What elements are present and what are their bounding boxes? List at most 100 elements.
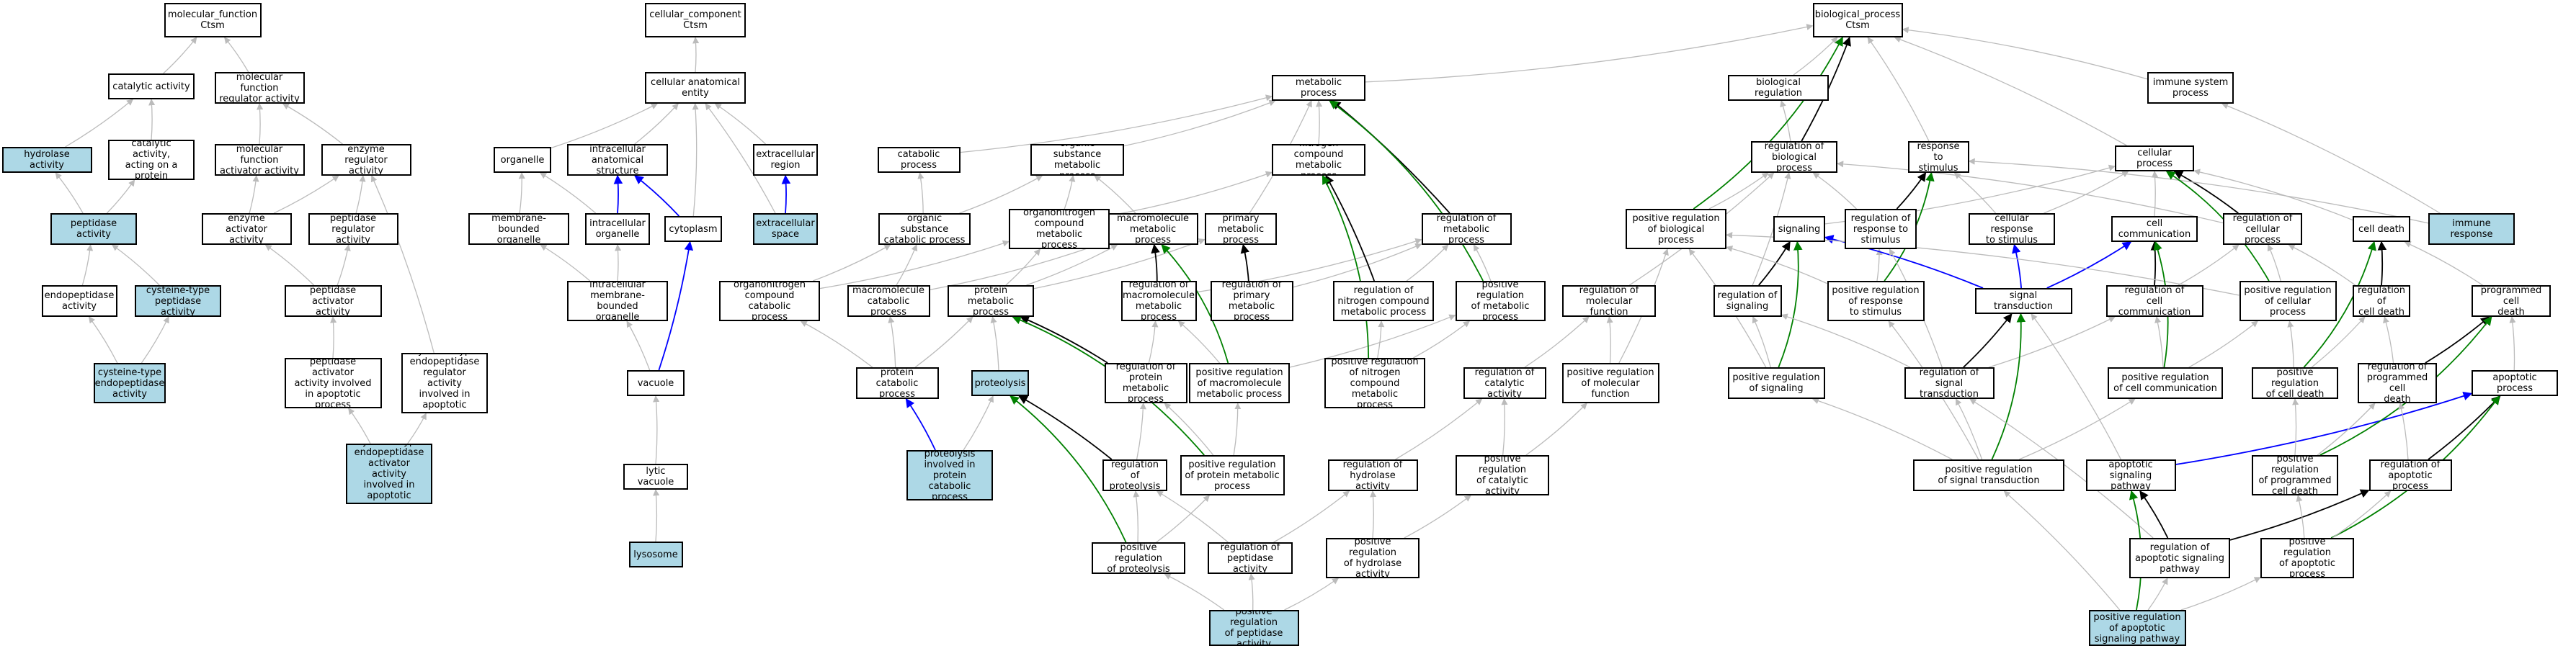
go-term-node-cd: cell death xyxy=(2353,216,2410,242)
edge-prca-rca xyxy=(1501,398,1508,456)
go-term-node-pmp: primary metabolic process xyxy=(1205,213,1277,245)
go-term-node-rpa: regulation of peptidase activity xyxy=(1208,542,1293,574)
edge-prsig-sig xyxy=(1778,241,1803,368)
edge-rcd-cd xyxy=(2377,241,2387,286)
go-term-node-org: organelle xyxy=(494,147,551,173)
go-term-node-prst: positive regulation of signal transducti… xyxy=(1913,459,2064,491)
edge-imbo-mbo xyxy=(540,244,591,282)
edge-pnrmp-rmp xyxy=(1473,244,1492,282)
edge-cyto-ias xyxy=(634,175,679,217)
go-term-node-cpa: cysteine-type peptidase activity xyxy=(135,285,221,317)
go-term-node-pcd: programmed cell death xyxy=(2472,285,2551,317)
edge-mbo-org xyxy=(518,172,525,214)
edge-rmmp-mmp xyxy=(1151,243,1160,282)
go-term-node-ias: intracellular anatomical structure xyxy=(567,144,668,176)
go-term-node-rap: regulation of apoptotic process xyxy=(2368,459,2452,491)
go-term-node-rprot: regulation of proteolysis xyxy=(1102,459,1167,491)
edge-prpcd-prcd xyxy=(2292,398,2299,456)
go-term-node-isp: immune system process xyxy=(2147,72,2234,104)
edge-rprmp-prmp xyxy=(1020,315,1108,364)
go-term-node-paap: peptidase activator activity involved in… xyxy=(284,358,382,408)
edge-prmp-oncmp xyxy=(1005,248,1040,286)
edge-ap-pcd xyxy=(2509,316,2516,371)
go-term-node-imbo: intracellular membrane-bounded organelle xyxy=(567,281,668,321)
edge-oscp-osmp xyxy=(959,175,1043,214)
go-term-node-cae: cellular anatomical entity xyxy=(645,72,746,104)
edge-pnrmp-mp xyxy=(1329,100,1484,282)
edge-ias-cae xyxy=(634,103,679,145)
edge-pbp-bp xyxy=(1693,36,1843,210)
edge-cae-cc xyxy=(692,37,700,73)
edge-onccp-oncmp xyxy=(819,240,1010,289)
edge-prprot-prot xyxy=(1010,395,1127,543)
go-term-node-prpcd: positive regulation of programmed cell d… xyxy=(2252,455,2338,495)
edge-mfr-mf xyxy=(224,37,249,73)
edge-rsig-rbp xyxy=(1752,172,1791,286)
edge-vac-cyto xyxy=(658,241,694,371)
edge-prcc-rcc xyxy=(2154,316,2164,368)
go-term-node-prrts: positive regulation of response to stimu… xyxy=(1827,281,1925,321)
edge-oncmp-osmp xyxy=(1064,175,1076,210)
edge-rbp-breg xyxy=(1780,100,1791,142)
go-term-node-oncmp: organonitrogen compound metabolic proces… xyxy=(1009,209,1110,249)
edge-ir-isp xyxy=(2221,102,2441,214)
go-term-node-enact: enzyme activator activity xyxy=(201,213,292,245)
go-term-node-rpcd: regulation of programmed cell death xyxy=(2358,363,2437,403)
edge-cat-mf xyxy=(163,37,197,74)
go-term-node-cc: cellular_component Ctsm xyxy=(645,3,746,37)
edge-rpa-rha xyxy=(1273,490,1350,543)
edge-crts-rts xyxy=(1953,172,1997,214)
go-term-node-prot: proteolysis xyxy=(971,370,1029,396)
go-term-node-mf: molecular_function Ctsm xyxy=(164,3,262,37)
edge-exs-exr xyxy=(781,174,791,214)
edge-rts-bp xyxy=(1867,37,1930,142)
edge-rst-rsig xyxy=(1781,313,1911,368)
edge-pccp-mcp xyxy=(888,316,896,368)
edge-rasp-asp xyxy=(2139,490,2169,539)
edge-mfa-mfr xyxy=(257,103,264,145)
edge-prncmp-rncmp xyxy=(1377,320,1385,359)
go-term-node-pepact: peptidase activator activity xyxy=(284,285,382,317)
go-term-node-prsig: positive regulation of signaling xyxy=(1727,367,1825,399)
edge-pcd-cd xyxy=(2404,241,2483,286)
edge-prmp-mmp xyxy=(1026,244,1118,286)
edge-onccp-oscp xyxy=(812,244,891,282)
edge-prmmp-rmmp xyxy=(1177,320,1220,364)
edge-rcp-cp xyxy=(2173,171,2239,214)
go-term-node-rrts: regulation of response to stimulus xyxy=(1845,209,1917,249)
edge-rcp-rbp xyxy=(1837,161,2224,224)
edge-prprot-prprmp xyxy=(1156,495,1210,543)
edge-asp-st xyxy=(2031,313,2122,460)
go-term-node-rcp: regulation of cellular process xyxy=(2223,213,2302,245)
edge-pepact-enact xyxy=(264,244,315,286)
edge-lyv-vac xyxy=(653,395,660,464)
edge-rcc-rcp xyxy=(2178,244,2239,286)
go-term-node-cat: catalytic activity xyxy=(108,73,195,99)
edge-cc2-cp xyxy=(2152,171,2159,217)
edge-rst-st xyxy=(1963,313,2013,368)
edge-prcd-cd xyxy=(2303,241,2376,368)
go-term-node-mcp: macromolecule catabolic process xyxy=(847,285,930,317)
go-term-node-rts: response to stimulus xyxy=(1907,141,1969,173)
edge-pipcp-pccp xyxy=(905,398,936,451)
edge-rncmp-ncmp xyxy=(1325,174,1375,282)
edge-mmp-osmp xyxy=(1094,175,1136,214)
go-term-node-rasp: regulation of apoptotic signaling pathwa… xyxy=(2129,538,2230,578)
edge-breg-bp xyxy=(1793,37,1838,76)
go-term-node-vac: vacuole xyxy=(627,370,685,396)
edge-rrts-rts xyxy=(1896,171,1927,210)
edge-paap-pepact xyxy=(330,316,337,359)
go-term-node-lys: lysosome xyxy=(628,542,683,567)
edge-pccp-prmp xyxy=(914,316,973,368)
edge-prcc-prcp xyxy=(2188,320,2258,368)
edge-st-cc2 xyxy=(2046,241,2132,289)
edge-prst-st xyxy=(1991,313,2026,460)
edge-pbp-rbp xyxy=(1708,172,1769,210)
edge-asp-ap xyxy=(2175,391,2473,465)
edge-pepreg-enr xyxy=(355,175,366,214)
go-term-node-asp: apoptotic signaling pathway xyxy=(2085,459,2176,491)
edge-prap-rap xyxy=(2332,490,2392,539)
edge-prot-prmp xyxy=(990,316,999,371)
go-term-node-exr: extracellular region xyxy=(753,144,818,176)
